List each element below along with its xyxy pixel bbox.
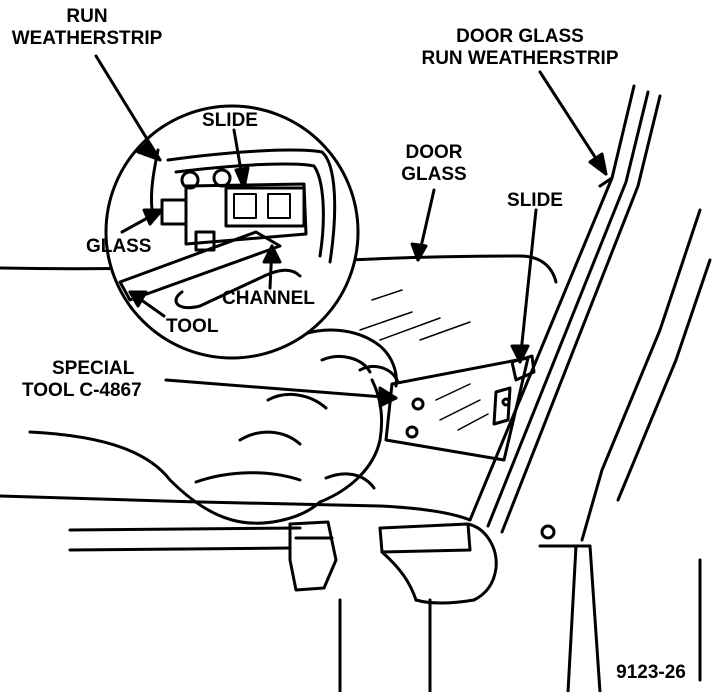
label-door-glass-line1: DOOR	[405, 142, 463, 163]
label-door-glass-run-weatherstrip: DOOR GLASS RUN WEATHERSTRIP	[402, 26, 638, 70]
label-glass: GLASS	[86, 236, 151, 258]
label-channel: CHANNEL	[222, 288, 315, 310]
label-run-weatherstrip-line1: RUN	[66, 6, 108, 27]
label-glass-text: GLASS	[86, 236, 152, 257]
inset-detail	[104, 104, 360, 360]
label-door-glass-run-weatherstrip-line2: RUN WEATHERSTRIP	[421, 48, 619, 69]
label-door-glass: DOOR GLASS	[392, 142, 476, 186]
label-special-tool-line2: TOOL C-4867	[22, 380, 142, 401]
label-slide-main-text: SLIDE	[507, 190, 563, 211]
leader-arrows	[94, 54, 608, 408]
label-tool: TOOL	[166, 316, 218, 338]
door-frame	[468, 84, 712, 682]
figure-id: 9123-26	[616, 662, 686, 683]
label-run-weatherstrip-line2: WEATHERSTRIP	[11, 28, 163, 49]
label-channel-text: CHANNEL	[222, 288, 315, 309]
label-slide-inset: SLIDE	[198, 110, 262, 132]
special-tool-c4867	[384, 354, 536, 462]
label-slide-inset-text: SLIDE	[202, 110, 258, 131]
label-run-weatherstrip: RUN WEATHERSTRIP	[2, 6, 172, 50]
label-door-glass-line2: GLASS	[401, 164, 467, 185]
label-door-glass-run-weatherstrip-line1: DOOR GLASS	[456, 26, 584, 47]
label-slide-main: SLIDE	[500, 190, 570, 212]
label-tool-text: TOOL	[166, 316, 219, 337]
door-panel	[0, 494, 602, 692]
label-special-tool: SPECIAL TOOL C-4867	[22, 358, 142, 402]
label-special-tool-line1: SPECIAL	[52, 358, 135, 379]
